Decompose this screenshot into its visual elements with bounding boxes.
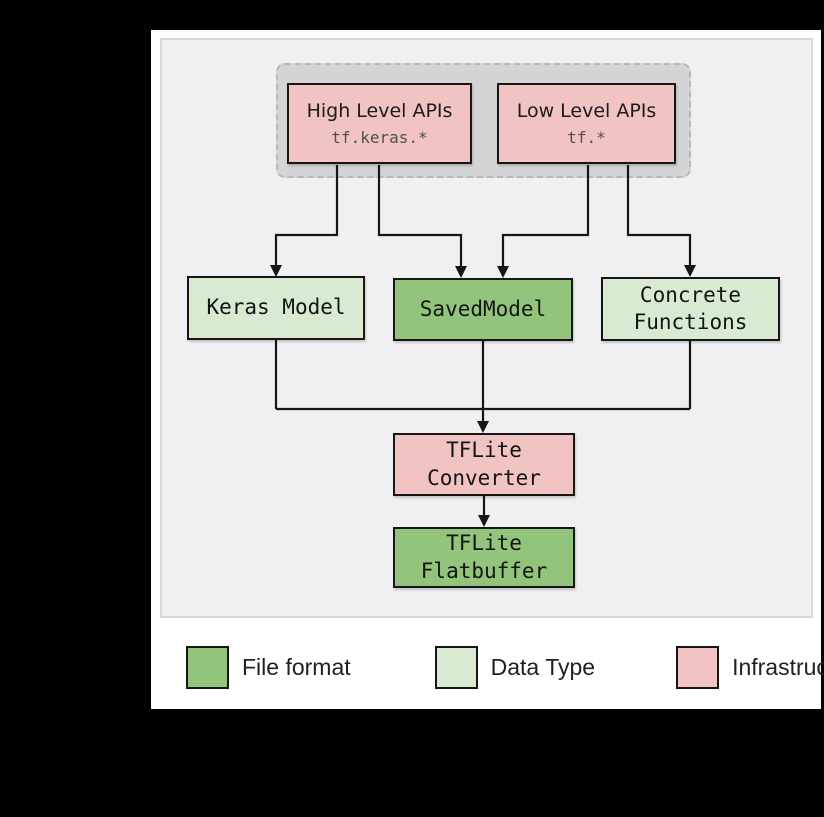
legend-swatch-file-format [186, 646, 229, 689]
node-tflite-converter: TFLite Converter [393, 433, 575, 496]
api-group-container: High Level APIs tf.keras.* Low Level API… [276, 63, 691, 178]
node-concrete-functions: Concrete Functions [601, 277, 780, 341]
node-tflite-flatbuffer: TFLite Flatbuffer [393, 527, 575, 588]
node-keras-model-label: Keras Model [206, 295, 346, 320]
node-tflite-converter-line1: TFLite [446, 438, 522, 463]
node-tflite-converter-line2: Converter [427, 465, 541, 490]
legend: File format Data Type Infrastructure [186, 646, 824, 689]
node-tflite-flatbuffer-line1: TFLite [446, 531, 522, 556]
node-tflite-flatbuffer-line2: Flatbuffer [420, 558, 548, 583]
node-keras-model: Keras Model [187, 276, 365, 340]
legend-item-infrastructure: Infrastructure [676, 646, 824, 689]
slide-card: High Level APIs tf.keras.* Low Level API… [151, 30, 824, 709]
api-box-high-level-title: High Level APIs [306, 100, 453, 123]
node-saved-model: SavedModel [393, 278, 573, 341]
node-concrete-functions-line2: Functions [633, 310, 748, 334]
legend-label-infrastructure: Infrastructure [732, 654, 824, 680]
legend-label-data-type: Data Type [490, 654, 596, 680]
legend-item-data-type: Data Type [434, 646, 596, 689]
api-box-high-level-subtitle: tf.keras.* [331, 128, 428, 148]
api-box-low-level-subtitle: tf.* [567, 128, 606, 148]
api-box-low-level: Low Level APIs tf.* [497, 83, 676, 164]
node-concrete-functions-line1: Concrete [639, 282, 742, 307]
api-box-high-level: High Level APIs tf.keras.* [287, 83, 472, 164]
diagram-panel: High Level APIs tf.keras.* Low Level API… [160, 38, 813, 618]
legend-item-file-format: File format [186, 646, 351, 689]
legend-swatch-infrastructure [676, 646, 720, 689]
node-saved-model-label: SavedModel [419, 296, 547, 321]
legend-swatch-data-type [434, 646, 478, 689]
legend-label-file-format: File format [242, 654, 351, 680]
api-box-low-level-title: Low Level APIs [516, 100, 657, 123]
